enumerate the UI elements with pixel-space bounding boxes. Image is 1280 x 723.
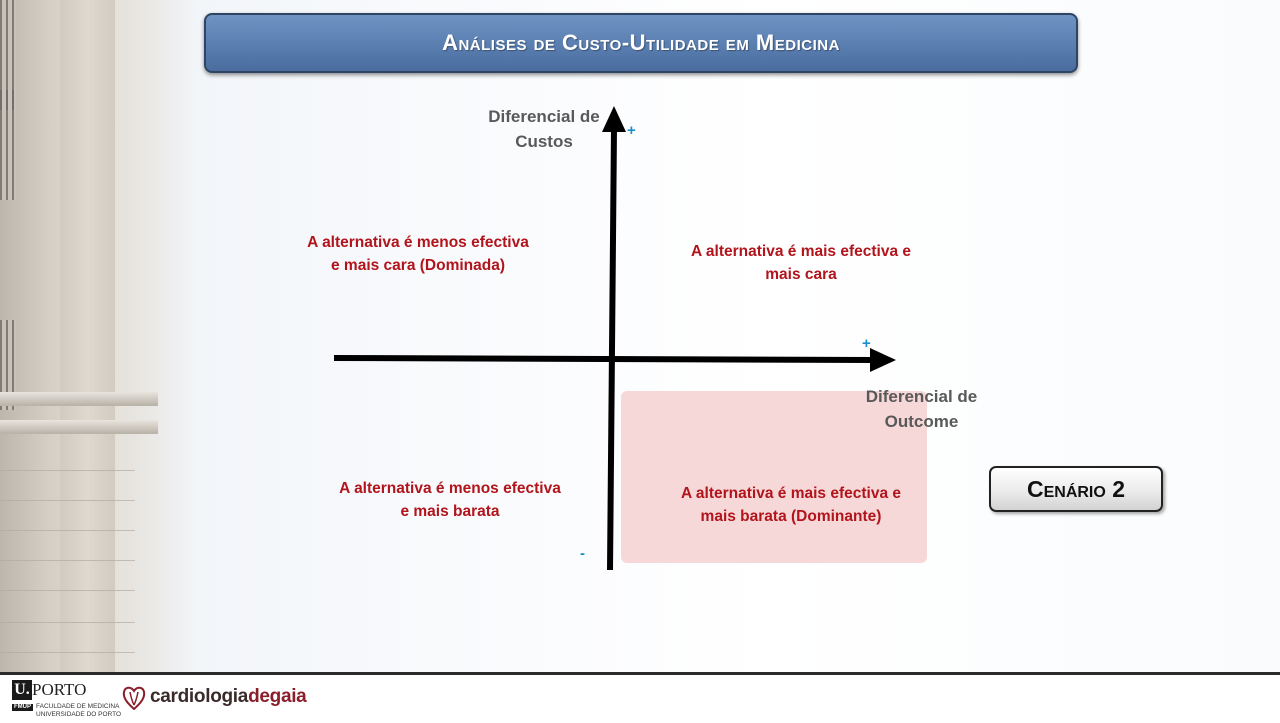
quadrant-bottom-right-text: A alternativa é mais efectiva e mais bar… [671,482,911,528]
building-window [0,0,16,110]
quadrant-top-left-line2: e mais cara (Dominada) [330,257,505,274]
x-axis-plus-sign: + [862,335,871,352]
background-building [0,0,200,672]
quadrant-top-right-text: A alternativa é mais efectiva e mais car… [681,240,921,286]
y-axis-label-line1: Diferencial de [488,107,600,126]
fmup-line2: UNIVERSIDADE DO PORTO [36,711,121,718]
fmup-tag: FMUP [12,704,33,711]
slide-title-bar: Análises de Custo-Utilidade em Medicina [204,13,1078,73]
quadrant-top-right-line2: mais cara [765,266,837,283]
y-axis-label-line2: Custos [515,132,573,151]
building-column [60,0,115,672]
building-brick-line [0,560,135,561]
quadrant-bottom-left-text: A alternativa é menos efectiva e mais ba… [330,477,570,523]
building-brick-line [0,470,135,471]
building-ledge [0,420,158,434]
fmup-line1: FACULDADE DE MEDICINA [36,703,120,710]
brand-part2: degaia [248,686,307,707]
brand-part1: cardiologia [150,686,249,707]
x-axis-arrowhead [870,348,896,372]
quadrant-bottom-left-line1: A alternativa é menos efectiva [339,480,561,497]
quadrant-bottom-left-line2: e mais barata [400,503,500,520]
scenario-label: Cenário 2 [1026,475,1126,502]
y-axis-line [607,127,617,571]
building-brick-line [0,590,135,591]
y-axis-minus-sign: - [580,545,585,562]
building-brick-line [0,530,135,531]
x-axis-line [333,355,873,363]
y-axis-arrowhead [602,106,626,132]
building-window [0,90,16,200]
quadrant-bottom-right-line1: A alternativa é mais efectiva e [681,485,901,502]
quadrant-top-right-line1: A alternativa é mais efectiva e [691,243,911,260]
slide-title: Análises de Custo-Utilidade em Medicina [442,30,840,55]
scenario-badge: Cenário 2 [989,466,1163,512]
building-ledge [0,392,158,406]
quadrant-bottom-right-line2: mais barata (Dominante) [700,508,882,525]
building-brick-line [0,652,135,653]
quadrant-top-left-text: A alternativa é menos efectiva e mais ca… [298,231,538,277]
dominant-quadrant-highlight [621,391,927,563]
building-brick-line [0,500,135,501]
building-brick-line [0,622,135,623]
y-axis-plus-sign: + [627,122,636,139]
building-window [0,320,16,410]
x-axis-label-line1: Diferencial de [865,387,978,406]
x-axis-label-line2: Outcome [884,412,959,431]
uporto-name: PORTO [32,680,87,699]
quadrant-top-left-line1: A alternativa é menos efectiva [307,234,529,251]
x-axis-label: Diferencial de Outcome [864,384,979,434]
heart-logo-icon [122,686,146,710]
uporto-u-mark: U. [12,680,32,700]
y-axis-label: Diferencial de Custos [484,104,604,154]
